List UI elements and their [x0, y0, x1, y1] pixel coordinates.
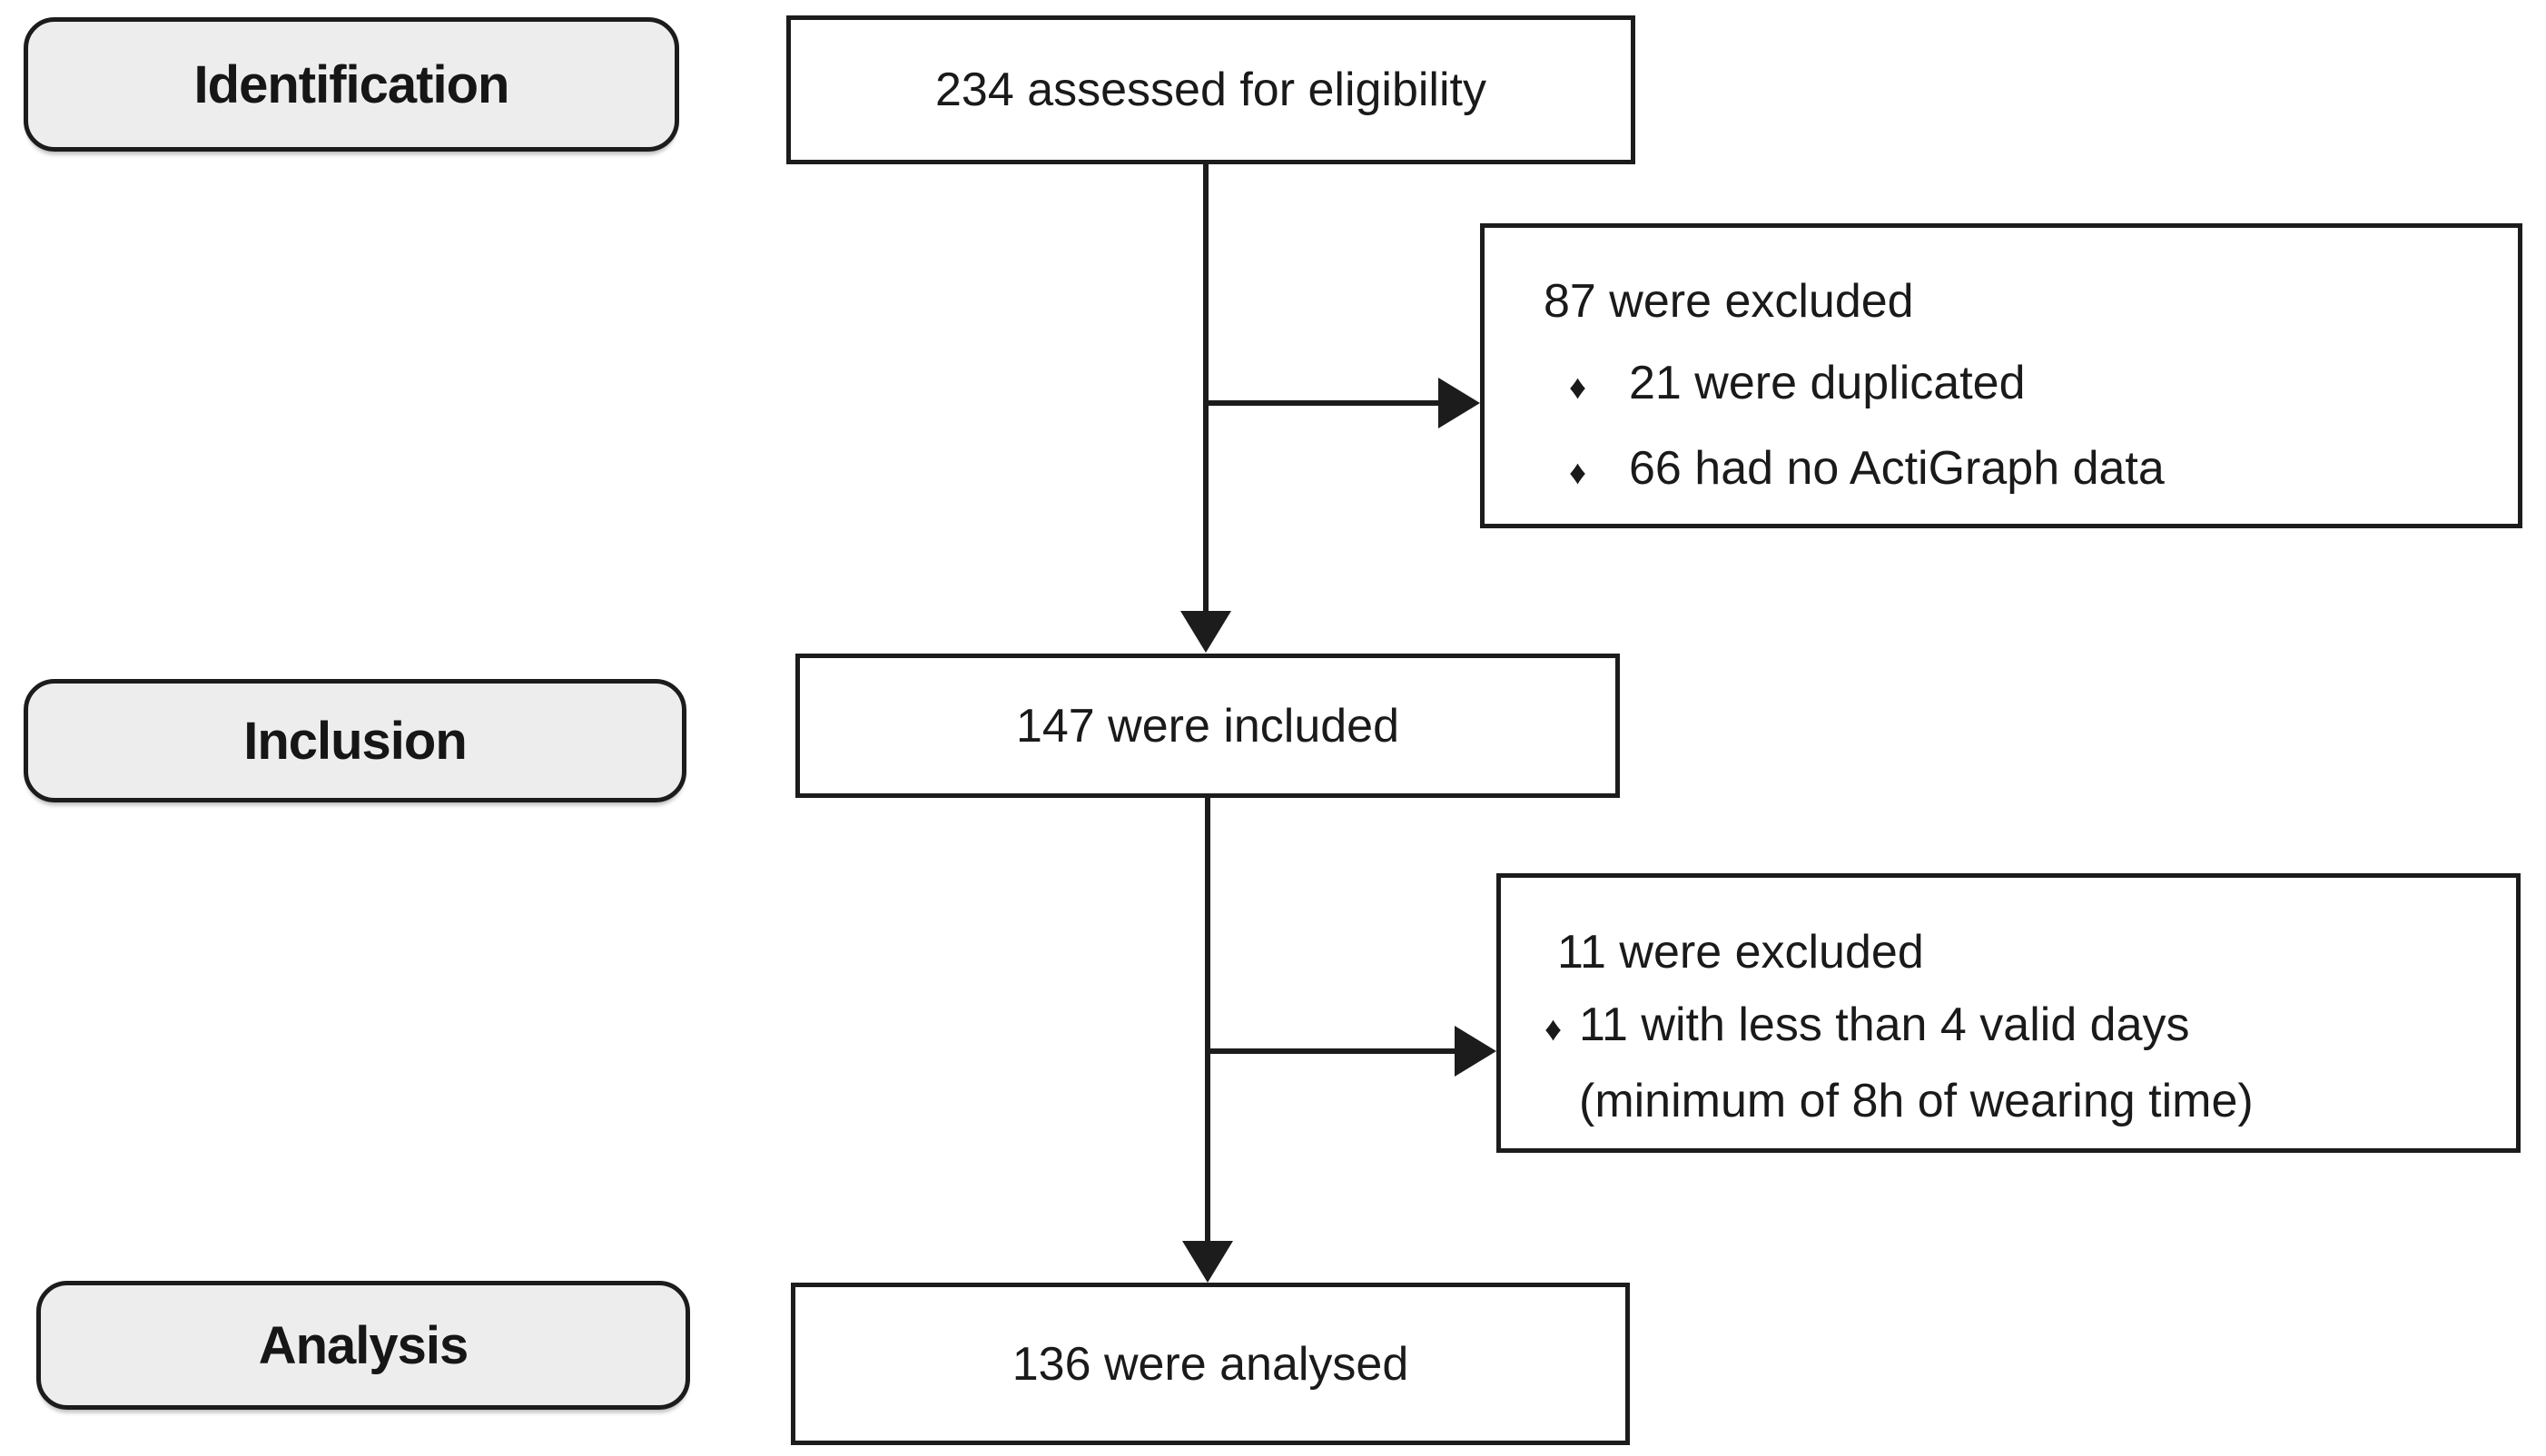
- stage-label-analysis: Analysis: [258, 1315, 469, 1375]
- stage-box-analysis: Analysis: [36, 1281, 690, 1410]
- exclusion-1-item-2-label: 66 had no ActiGraph data: [1629, 442, 2165, 495]
- node-assessed-for-eligibility: 234 assessed for eligibility: [786, 15, 1635, 164]
- diamond-bullet-icon: ♦: [1569, 453, 1587, 491]
- exclusion-1-item-1-label: 21 were duplicated: [1629, 357, 2026, 409]
- exclusion-1-item: ♦ 66 had no ActiGraph data: [1569, 428, 2500, 513]
- stage-label-identification: Identification: [193, 54, 510, 114]
- stage-box-identification: Identification: [24, 17, 679, 152]
- diamond-bullet-icon: ♦: [1544, 1009, 1563, 1048]
- stage-box-inclusion: Inclusion: [24, 679, 686, 802]
- node-included-label: 147 were included: [1015, 699, 1400, 753]
- exclusion-2-item: ♦ 11 with less than 4 valid days: [1544, 989, 2498, 1065]
- diamond-bullet-icon: ♦: [1569, 368, 1587, 406]
- exclusion-2-item-1-label: 11 with less than 4 valid days: [1579, 999, 2190, 1051]
- arrowhead-down-2-icon: [1182, 1241, 1233, 1283]
- node-analysed: 136 were analysed: [791, 1283, 1630, 1445]
- arrowhead-right-1-icon: [1438, 378, 1480, 428]
- node-analysed-label: 136 were analysed: [1011, 1337, 1409, 1391]
- arrowhead-down-1-icon: [1180, 611, 1231, 653]
- exclusion-1-item: ♦ 21 were duplicated: [1569, 342, 2500, 428]
- exclusion-2-item-continuation: (minimum of 8h of wearing time): [1579, 1075, 2254, 1127]
- exclusion-box-2: 11 were excluded ♦ 11 with less than 4 v…: [1496, 873, 2521, 1153]
- exclusion-2-title: 11 were excluded: [1557, 926, 1924, 979]
- node-assessed-label: 234 assessed for eligibility: [935, 64, 1486, 116]
- exclusion-1-title: 87 were excluded: [1544, 275, 1914, 328]
- node-included: 147 were included: [795, 654, 1620, 798]
- stage-label-inclusion: Inclusion: [243, 711, 468, 771]
- exclusion-box-1: 87 were excluded ♦ 21 were duplicated ♦ …: [1480, 223, 2522, 528]
- arrowhead-right-2-icon: [1455, 1026, 1496, 1077]
